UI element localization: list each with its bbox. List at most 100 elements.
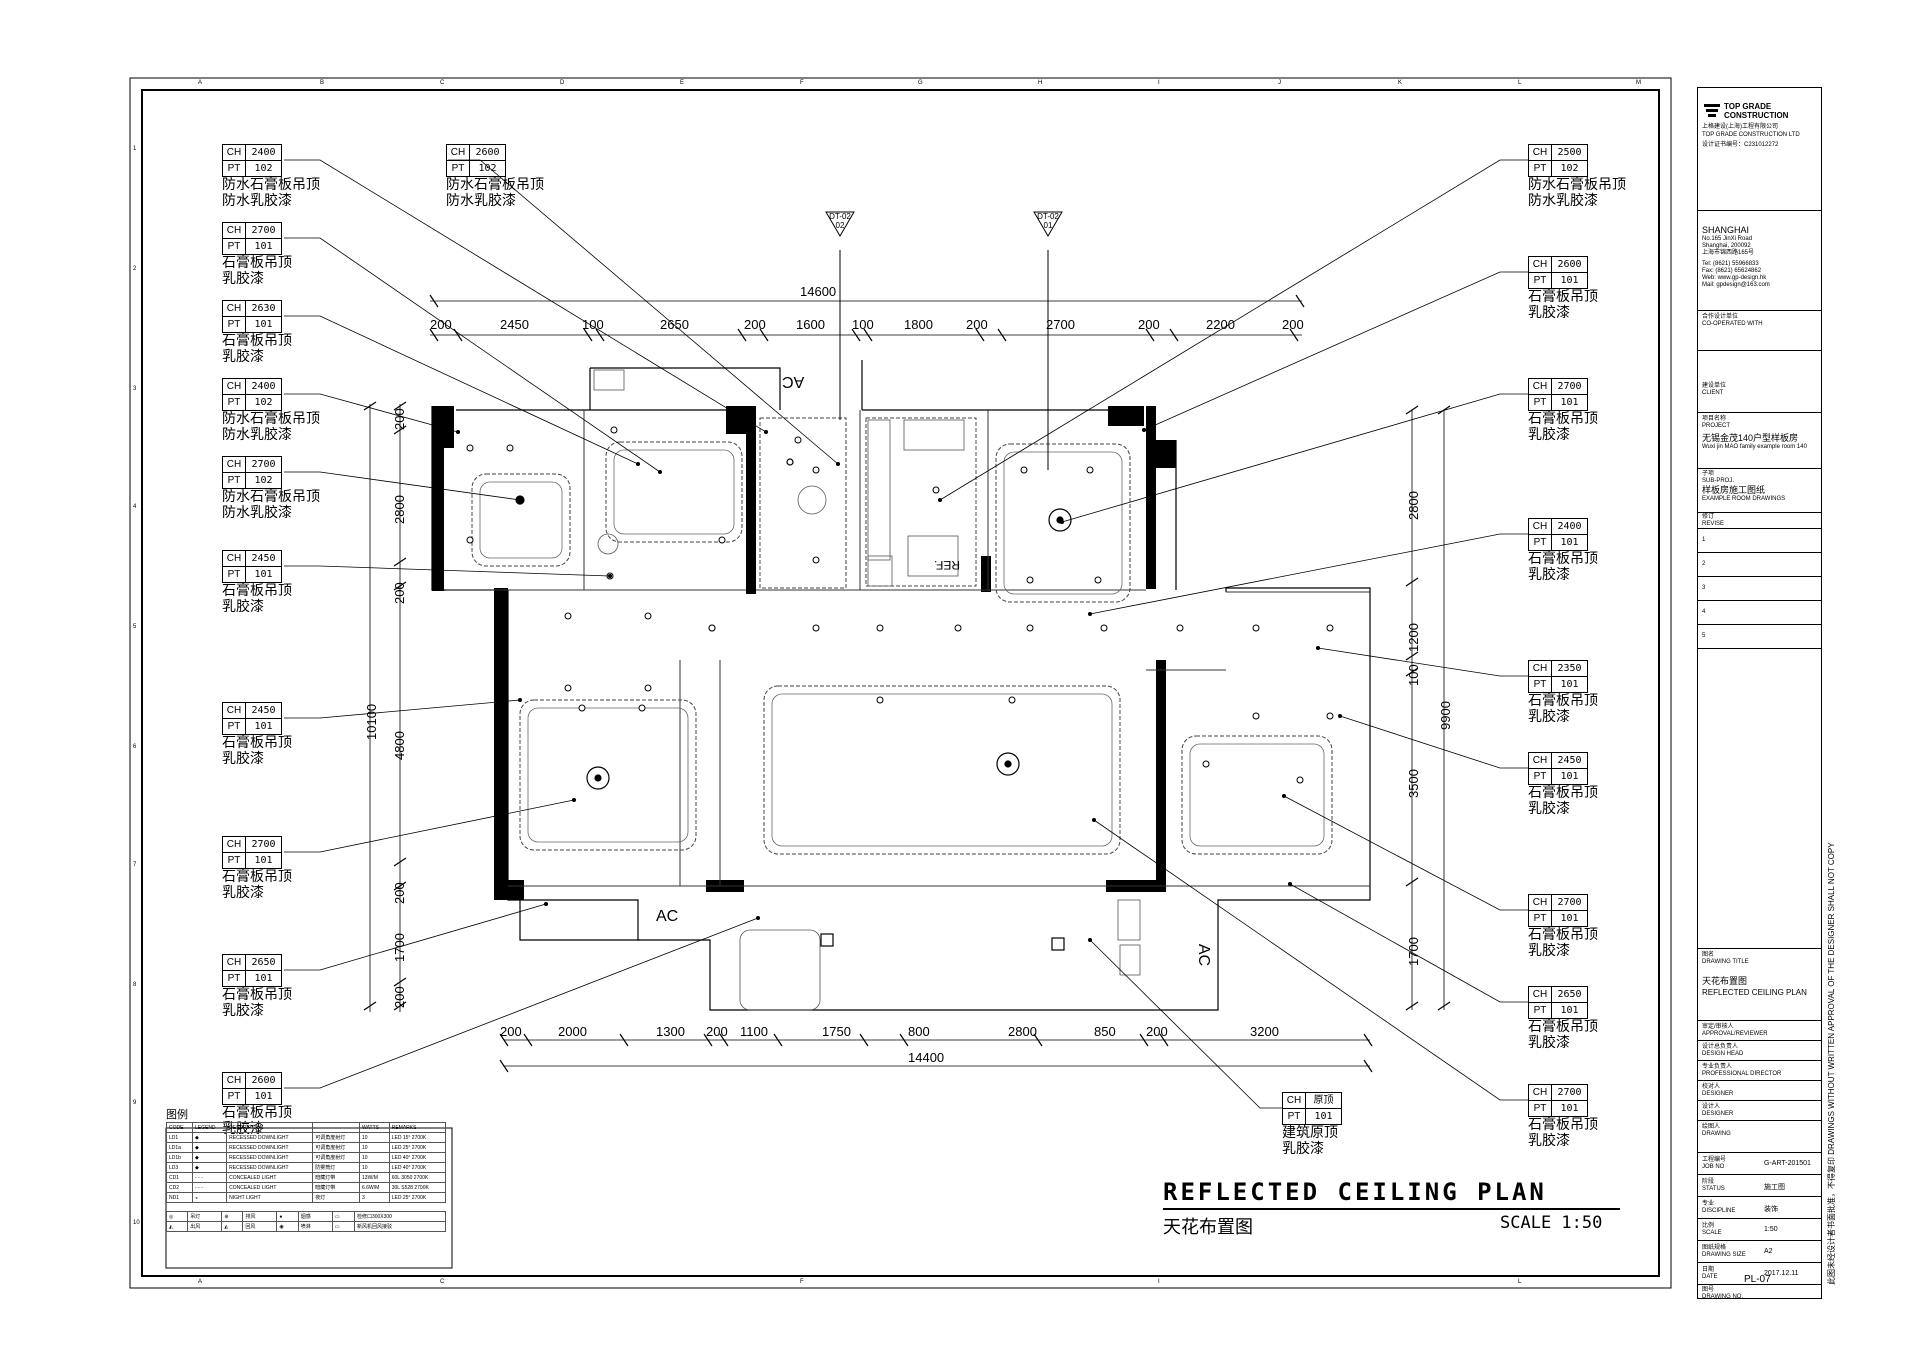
info-label-cn: 图纸规格 xyxy=(1702,1245,1727,1251)
coop-label-cn: 合作设计单位 xyxy=(1702,314,1739,320)
ch-key: CH xyxy=(223,145,246,160)
pt-value: 102 xyxy=(254,397,273,408)
subproject-name-en: EXAMPLE ROOM DRAWINGS xyxy=(1702,496,1786,502)
role-label-cn: 设计总负责人 xyxy=(1702,1044,1739,1050)
role-label-en: DESIGNER xyxy=(1702,1091,1734,1097)
info-label-en: DRAWING SIZE xyxy=(1702,1252,1746,1258)
legend-table: CODE LEGEND DESCRIPTION WATTS REMARKS LD… xyxy=(165,1122,447,1264)
legend-cell: 60L 3050 2700K xyxy=(388,1172,447,1183)
ac-label: AC xyxy=(782,373,805,390)
grid-number-1: 1 xyxy=(133,146,137,152)
legend-cell: 6.6W/M xyxy=(359,1182,390,1193)
pt-value: 101 xyxy=(1314,1111,1333,1122)
ac-label: AC xyxy=(1195,943,1213,967)
company-name-line1: TOP GRADE xyxy=(1724,102,1772,111)
structural-walls xyxy=(432,406,1176,900)
revision-triangle-icon: 4 xyxy=(1702,609,1706,615)
dim-bottom: 200 xyxy=(706,1024,728,1039)
revision-triangle-icon: 5 xyxy=(1702,633,1706,639)
grid-letter-i: I xyxy=(1158,80,1160,86)
legend-symbol: ◭ xyxy=(221,1221,244,1232)
drawing-title-value-en: REFLECTED CEILING PLAN xyxy=(1702,988,1807,997)
coop-section: 合作设计单位 CO-OPERATED WITH xyxy=(1698,310,1821,371)
dim-left: 1700 xyxy=(392,933,407,962)
dim-bottom: 200 xyxy=(1146,1024,1168,1039)
pt-key: PT xyxy=(223,317,246,332)
dim-top: 2650 xyxy=(660,317,689,332)
legend-cell: 10 xyxy=(359,1152,390,1163)
info-label-en: DATE xyxy=(1702,1274,1718,1280)
ceiling-material: 石膏板吊顶 xyxy=(222,583,292,599)
project-subtitle: Wuxi jin MAO family example room 140 xyxy=(1702,444,1807,450)
ch-key: CH xyxy=(1529,987,1552,1002)
info-label-cn: 专业 xyxy=(1702,1201,1715,1207)
ceiling-finish: 乳胶漆 xyxy=(222,885,264,901)
ceiling-finish: 乳胶漆 xyxy=(222,599,264,615)
legend-symbol-label: 喷淋 xyxy=(297,1221,333,1232)
ch-value: 2700 xyxy=(251,225,276,236)
ceiling-material: 防水石膏板吊顶 xyxy=(222,489,320,505)
dim-left: 200 xyxy=(392,986,407,1008)
pt-value: 101 xyxy=(1560,1005,1579,1016)
revision-triangle-icon: 2 xyxy=(1702,561,1706,567)
ceiling-finish: 乳胶漆 xyxy=(1528,801,1570,817)
address-line: No.165 JinXi Road xyxy=(1702,236,1753,242)
drawing-title-label-en: DRAWING TITLE xyxy=(1702,959,1749,965)
drawing-no-label-en: DRAWING NO. xyxy=(1702,1294,1744,1300)
info-label-cn: 比例 xyxy=(1702,1223,1715,1229)
info-label-en: STATUS xyxy=(1702,1186,1725,1192)
pt-key: PT xyxy=(1529,1101,1552,1116)
ceiling-finish: 乳胶漆 xyxy=(1528,1035,1570,1051)
ch-key: CH xyxy=(1529,895,1552,910)
grid-number-5: 5 xyxy=(133,624,137,630)
grid-letter-l-bottom: L xyxy=(1518,1279,1522,1285)
grid-number-9: 9 xyxy=(133,1100,137,1106)
info-label-cn: 阶段 xyxy=(1702,1179,1715,1185)
ch-key: CH xyxy=(1529,145,1552,160)
legend-cell: ◆ xyxy=(191,1162,228,1173)
legend-cell: 10 xyxy=(359,1132,390,1143)
pt-key: PT xyxy=(223,473,246,488)
role-label-en: APPROVAL/REVIEWER xyxy=(1702,1031,1768,1037)
pt-key: PT xyxy=(1529,769,1552,784)
legend-cell: CONCEALED LIGHT xyxy=(226,1182,314,1193)
ch-value: 2650 xyxy=(1557,989,1582,1000)
role-label-cn: 设计人 xyxy=(1702,1104,1721,1110)
legend-cell: LD1a xyxy=(166,1142,193,1153)
ceiling-finish: 防水乳胶漆 xyxy=(222,427,292,443)
dim-top: 200 xyxy=(430,317,452,332)
title-block: TOP GRADE CONSTRUCTION 上格建设(上海)工程有限公司 TO… xyxy=(1697,87,1822,1300)
dim-left: 200 xyxy=(392,408,407,430)
pt-value: 101 xyxy=(254,569,273,580)
pt-key: PT xyxy=(223,971,246,986)
revise-label-en: REVISE xyxy=(1702,521,1725,527)
grid-letter-f: F xyxy=(800,80,804,86)
ceiling-material: 石膏板吊顶 xyxy=(1528,693,1598,709)
grid-letter-k: K xyxy=(1398,80,1403,86)
pt-key: PT xyxy=(1529,161,1552,176)
legend-cell: 暗藏灯带 xyxy=(312,1172,361,1183)
dim-bottom: 1300 xyxy=(656,1024,685,1039)
dim-top: 1800 xyxy=(904,317,933,332)
ceiling-finish: 乳胶漆 xyxy=(1528,709,1570,725)
grid-letter-c: C xyxy=(440,80,445,86)
revision-row: 3 xyxy=(1698,576,1821,601)
role-label-cn: 审定/审核人 xyxy=(1702,1024,1734,1030)
dim-overall-top: 14600 xyxy=(800,284,837,299)
legend-symbol-label: 出风 xyxy=(187,1221,223,1232)
grid-number-6: 6 xyxy=(133,744,137,750)
ceiling-finish: 乳胶漆 xyxy=(222,1003,264,1019)
